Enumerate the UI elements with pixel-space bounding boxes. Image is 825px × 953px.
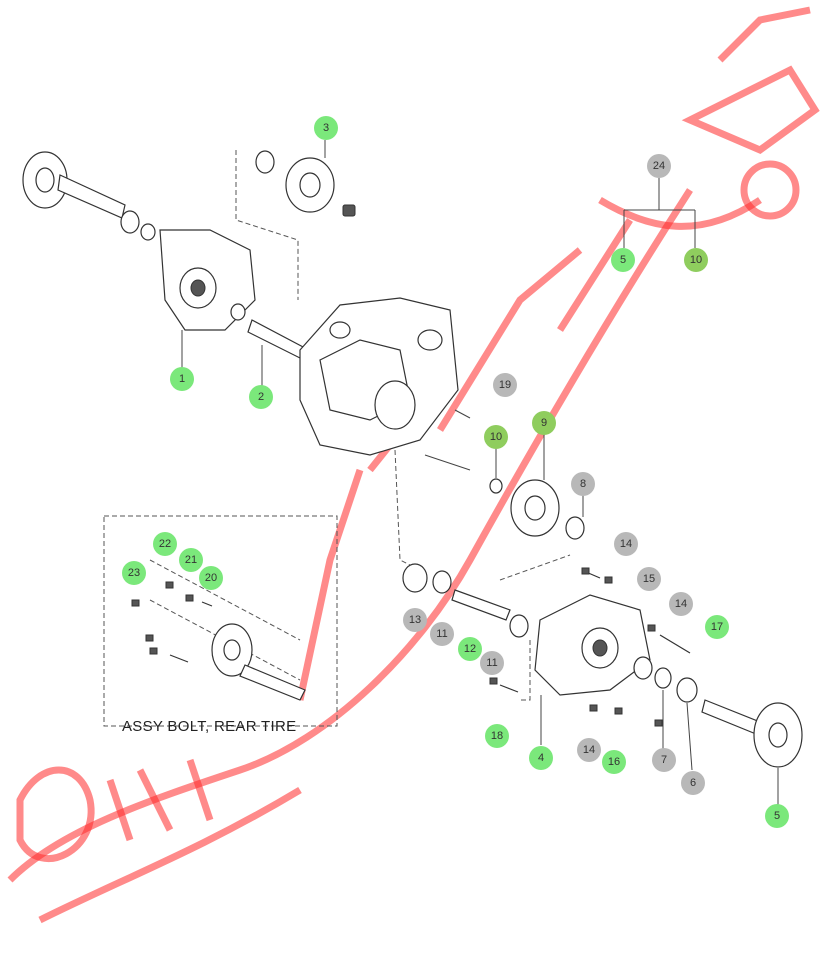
- right-shaft-parts: [402, 563, 529, 638]
- rear-tire-bolt-assembly: [131, 581, 306, 701]
- center-transmission-housing: [299, 297, 471, 471]
- callout-3: 3: [314, 116, 338, 140]
- callout-16: 16: [602, 750, 626, 774]
- callout-20: 20: [199, 566, 223, 590]
- assembly-label: ASSY BOLT, REAR TIRE: [122, 718, 297, 735]
- callout-14-c: 14: [577, 738, 601, 762]
- callout-14-a: 14: [614, 532, 638, 556]
- callout-8: 8: [571, 472, 595, 496]
- callout-23: 23: [122, 561, 146, 585]
- callout-leaders: [181, 140, 779, 805]
- right-axle-part-5: [701, 699, 803, 768]
- bolts-right: [489, 567, 691, 727]
- callout-6: 6: [681, 771, 705, 795]
- callout-2: 2: [249, 385, 273, 409]
- callout-11-b: 11: [480, 651, 504, 675]
- callout-24: 24: [647, 154, 671, 178]
- gear-part-3: [255, 150, 356, 217]
- right-axle-housing: [534, 594, 698, 703]
- callout-13: 13: [403, 608, 427, 632]
- callout-22: 22: [153, 532, 177, 556]
- callout-10: 10: [484, 425, 508, 449]
- callout-5-top: 5: [611, 248, 635, 272]
- callout-14-b: 14: [669, 592, 693, 616]
- shaft-part-2: [247, 319, 306, 359]
- left-axle-assembly: [22, 151, 256, 331]
- callout-5-bottom: 5: [765, 804, 789, 828]
- callout-15: 15: [637, 567, 661, 591]
- callout-17: 17: [705, 615, 729, 639]
- callout-10-top: 10: [684, 248, 708, 272]
- watermark-logo: [7, 6, 820, 924]
- callout-9: 9: [532, 411, 556, 435]
- callout-21: 21: [179, 548, 203, 572]
- callout-19: 19: [493, 373, 517, 397]
- callout-7: 7: [652, 748, 676, 772]
- callout-4: 4: [529, 746, 553, 770]
- gear-part-9: [489, 478, 585, 540]
- callout-11-a: 11: [430, 622, 454, 646]
- callout-18: 18: [485, 724, 509, 748]
- callout-1: 1: [170, 367, 194, 391]
- callout-12: 12: [458, 637, 482, 661]
